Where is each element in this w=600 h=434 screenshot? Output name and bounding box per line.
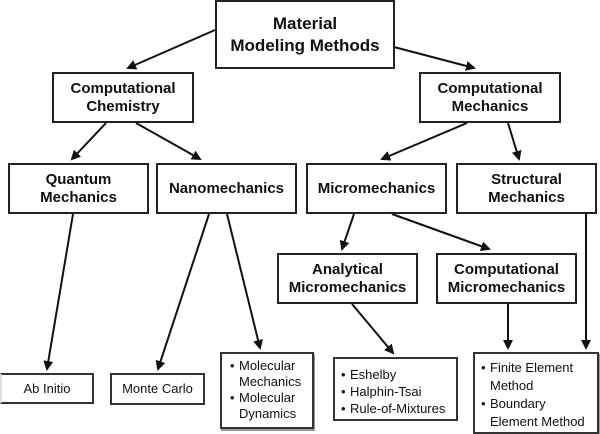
edge-nano-to-molecular [226, 213, 263, 350]
edge-micro-to-comp-micro [391, 213, 491, 251]
node-label-line2: Modeling Methods [230, 35, 380, 55]
node-label-line1: Analytical [312, 260, 383, 278]
leaf-monte-carlo: Monte Carlo [110, 373, 205, 405]
edge-root-to-comp-chem [126, 29, 216, 70]
edge-micro-to-analytical [339, 213, 355, 251]
node-label-line1: Structural [491, 170, 562, 188]
edge-comp-chem-to-quantum [70, 122, 107, 161]
edge-analytical-to-methods [351, 303, 395, 355]
node-nanomechanics: Nanomechanics [156, 163, 297, 214]
node-micromechanics: Micromechanics [306, 163, 447, 214]
node-material-modeling-methods: Material Modeling Methods [215, 0, 395, 69]
molecular-methods-list: Molecular Mechanics Molecular Dynamics [230, 358, 308, 422]
edge-comp-mech-to-structural [507, 122, 522, 161]
node-label-line2: Mechanics [40, 188, 117, 206]
edge-root-to-comp-mech [393, 46, 476, 71]
node-label-line2: Chemistry [86, 97, 160, 115]
node-label-line1: Computational [437, 79, 543, 97]
node-label-line2: Micromechanics [288, 278, 407, 296]
list-item: Rule-of-Mixtures [341, 400, 445, 417]
list-item: Eshelby [341, 366, 445, 383]
edge-quantum-to-ab-initio [43, 213, 74, 371]
list-item: Boundary Element Method [481, 395, 591, 431]
leaf-analytical-methods: Eshelby Halphin-Tsai Rule-of-Mixtures [333, 357, 458, 421]
node-label-line2: Mechanics [488, 188, 565, 206]
node-label-line1: Quantum [45, 170, 112, 188]
list-item: Molecular Dynamics [230, 390, 308, 422]
edge-nano-to-monte-carlo [155, 213, 210, 371]
node-label-line1: Computational [453, 260, 559, 278]
node-label: Micromechanics [317, 179, 436, 197]
edge-comp-mech-to-micro [380, 122, 468, 161]
node-quantum-mechanics: Quantum Mechanics [8, 163, 149, 214]
node-analytical-micromechanics: Analytical Micromechanics [277, 253, 418, 304]
analytical-methods-list: Eshelby Halphin-Tsai Rule-of-Mixtures [341, 366, 445, 417]
leaf-molecular-methods: Molecular Mechanics Molecular Dynamics [220, 352, 314, 429]
edge-comp-chem-to-nano [135, 122, 202, 160]
node-computational-micromechanics: Computational Micromechanics [436, 253, 577, 304]
leaf-label: Ab Initio [23, 380, 71, 396]
leaf-ab-initio: Ab Initio [0, 373, 94, 404]
node-label-line2: Micromechanics [447, 278, 566, 296]
leaf-label: Monte Carlo [122, 381, 193, 396]
node-label-line2: Mechanics [451, 97, 529, 115]
node-computational-chemistry: Computational Chemistry [52, 72, 194, 123]
node-label-line1: Computational [70, 79, 176, 97]
node-computational-mechanics: Computational Mechanics [419, 72, 561, 123]
list-item: Halphin-Tsai [341, 383, 445, 400]
node-label: Nanomechanics [168, 179, 285, 197]
node-label-line1: Material [272, 13, 338, 33]
list-item: Finite Element Method [481, 359, 591, 395]
node-structural-mechanics: Structural Mechanics [456, 163, 597, 214]
numerical-methods-list: Finite Element Method Boundary Element M… [481, 359, 591, 431]
leaf-numerical-methods: Finite Element Method Boundary Element M… [473, 352, 599, 434]
list-item: Molecular Mechanics [230, 358, 308, 390]
